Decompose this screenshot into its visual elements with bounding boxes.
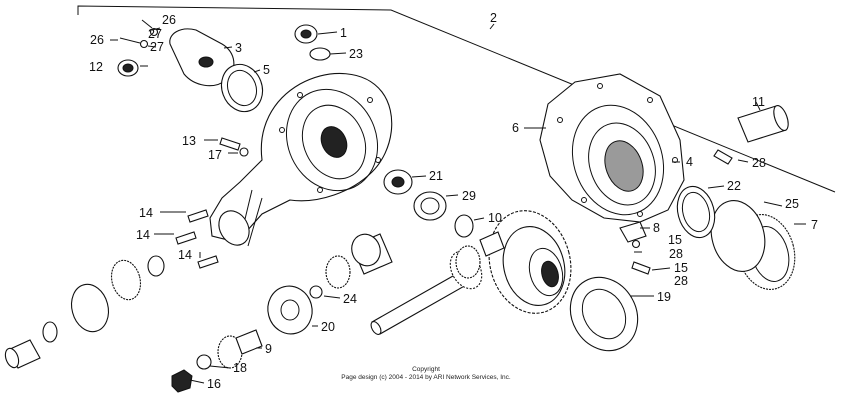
callout-19[interactable]: 19	[657, 290, 671, 304]
shim-25[interactable]	[704, 194, 773, 277]
callout-3[interactable]: 3	[235, 41, 242, 55]
callout-20[interactable]: 20	[321, 320, 335, 334]
leader-line	[489, 23, 495, 30]
copyright-line-2: Page design (c) 2004 - 2014 by ARI Netwo…	[341, 374, 511, 381]
bearing-29[interactable]	[413, 191, 447, 221]
final-drive-case[interactable]	[209, 73, 394, 251]
callout-11[interactable]: 11	[752, 95, 765, 109]
callout-25[interactable]: 25	[785, 197, 799, 211]
callout-28c[interactable]: 28	[674, 274, 688, 288]
callout-14c[interactable]: 14	[178, 248, 192, 262]
callout-15b[interactable]: 15	[674, 261, 688, 275]
o-ring-10[interactable]	[454, 214, 474, 238]
stud-bolts-14[interactable]	[175, 209, 219, 269]
callout-1[interactable]: 1	[340, 26, 347, 40]
bolt-28-lower[interactable]	[631, 261, 651, 275]
pinion-shaft[interactable]	[369, 231, 505, 336]
callout-26b[interactable]: 26	[90, 33, 104, 47]
callout-7[interactable]: 7	[811, 218, 818, 232]
washer-24[interactable]	[309, 285, 323, 299]
bearing-21[interactable]	[383, 169, 413, 195]
o-ring-23[interactable]	[309, 47, 331, 61]
bolt-28-upper[interactable]	[713, 149, 733, 165]
ring-gear[interactable]	[478, 201, 582, 322]
callout-22[interactable]: 22	[727, 179, 741, 193]
collar-left[interactable]	[3, 339, 41, 369]
bearing-left[interactable]	[42, 255, 165, 343]
shim-5[interactable]	[215, 59, 269, 118]
callout-27b[interactable]: 27	[150, 40, 164, 54]
shim-22[interactable]	[672, 182, 720, 242]
callout-21[interactable]: 21	[429, 169, 443, 183]
callout-12[interactable]: 12	[89, 60, 103, 74]
bolt-13-17[interactable]	[219, 137, 249, 157]
spacer-20[interactable]	[263, 281, 318, 339]
gear-case-cover[interactable]	[539, 73, 685, 228]
pinion-9[interactable]	[217, 329, 263, 369]
pinion-gear[interactable]	[325, 245, 481, 289]
callout-10[interactable]: 10	[488, 211, 502, 225]
callout-5[interactable]: 5	[263, 63, 270, 77]
leader-lines	[110, 27, 806, 384]
sleeve-11[interactable]	[737, 104, 791, 143]
callout-26a[interactable]: 26	[162, 13, 176, 27]
callout-27a[interactable]: 27	[148, 27, 162, 41]
callout-15a[interactable]: 15	[668, 233, 682, 247]
callout-8[interactable]: 8	[653, 221, 660, 235]
callout-14a[interactable]: 14	[139, 206, 153, 220]
callout-18[interactable]: 18	[233, 361, 247, 375]
bearing-19[interactable]	[557, 265, 650, 363]
callout-17[interactable]: 17	[208, 148, 222, 162]
callout-14b[interactable]: 14	[136, 228, 150, 242]
oil-seal-1[interactable]	[294, 24, 318, 44]
bearing-retainer-3[interactable]	[169, 28, 235, 87]
callout-13[interactable]: 13	[182, 134, 196, 148]
bracket-8[interactable]	[619, 221, 647, 249]
nut-12[interactable]	[117, 59, 139, 77]
callout-16[interactable]: 16	[207, 377, 221, 391]
callout-23[interactable]: 23	[349, 47, 363, 61]
callout-6[interactable]: 6	[512, 121, 519, 135]
collar-sleeve[interactable]	[347, 230, 393, 275]
nut-16[interactable]	[171, 369, 193, 393]
callout-28a[interactable]: 28	[752, 156, 766, 170]
callout-labels: 1 2 3 4 5 6 7 8 9 10 11 12 13 14 14 14 1…	[89, 11, 818, 391]
copyright-line-1: Copyright	[412, 366, 440, 373]
callout-28b[interactable]: 28	[669, 247, 683, 261]
callout-4[interactable]: 4	[686, 155, 693, 169]
callout-24[interactable]: 24	[343, 292, 357, 306]
callout-9[interactable]: 9	[265, 342, 272, 356]
callout-29[interactable]: 29	[462, 189, 476, 203]
washer-18[interactable]	[196, 354, 212, 370]
callout-2[interactable]: 2	[490, 11, 497, 25]
